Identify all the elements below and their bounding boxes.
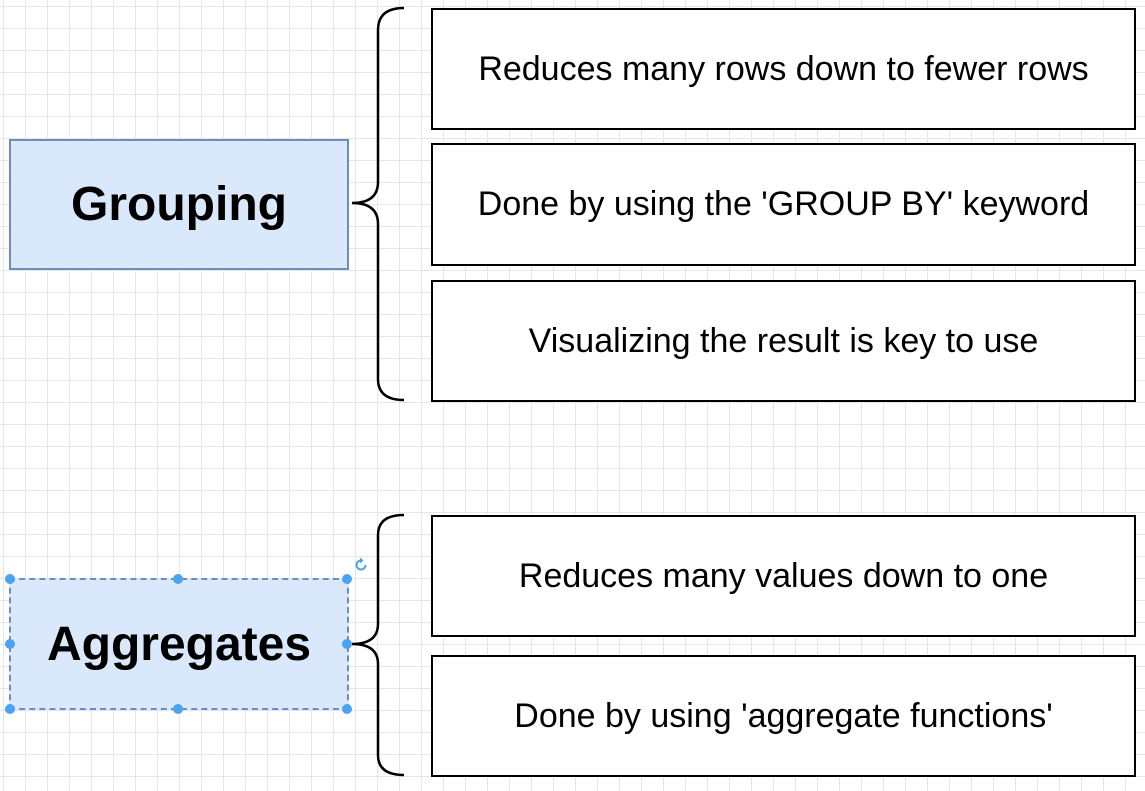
resize-handle-top-right[interactable] <box>342 574 352 584</box>
grouping-item-text: Reduces many rows down to fewer rows <box>478 49 1089 88</box>
grouping-title: Grouping <box>71 178 287 231</box>
resize-handle-bottom-right[interactable] <box>342 704 352 714</box>
grouping-item-visualizing[interactable]: Visualizing the result is key to use <box>431 280 1136 402</box>
grouping-box[interactable]: Grouping <box>9 139 349 270</box>
aggregates-title: Aggregates <box>46 617 312 671</box>
resize-handle-middle-left[interactable] <box>5 639 15 649</box>
resize-handle-bottom-left[interactable] <box>5 704 15 714</box>
grouping-item-group-by[interactable]: Done by using the 'GROUP BY' keyword <box>431 143 1136 266</box>
aggregates-item-reduces-values[interactable]: Reduces many values down to one <box>431 515 1136 637</box>
grouping-item-text: Visualizing the result is key to use <box>528 321 1039 360</box>
aggregates-item-text: Reduces many values down to one <box>518 556 1049 595</box>
grouping-item-text: Done by using the 'GROUP BY' keyword <box>477 185 1090 224</box>
grouping-item-reduces-rows[interactable]: Reduces many rows down to fewer rows <box>431 8 1136 130</box>
resize-handle-middle-right[interactable] <box>342 639 352 649</box>
resize-handle-top-center[interactable] <box>173 574 183 584</box>
resize-handle-bottom-center[interactable] <box>173 704 183 714</box>
resize-handle-top-left[interactable] <box>5 574 15 584</box>
aggregates-box[interactable]: Aggregates <box>9 578 349 710</box>
aggregates-item-text: Done by using 'aggregate functions' <box>514 696 1053 735</box>
rotate-icon[interactable] <box>352 556 370 574</box>
aggregates-item-aggregate-functions[interactable]: Done by using 'aggregate functions' <box>431 655 1136 777</box>
